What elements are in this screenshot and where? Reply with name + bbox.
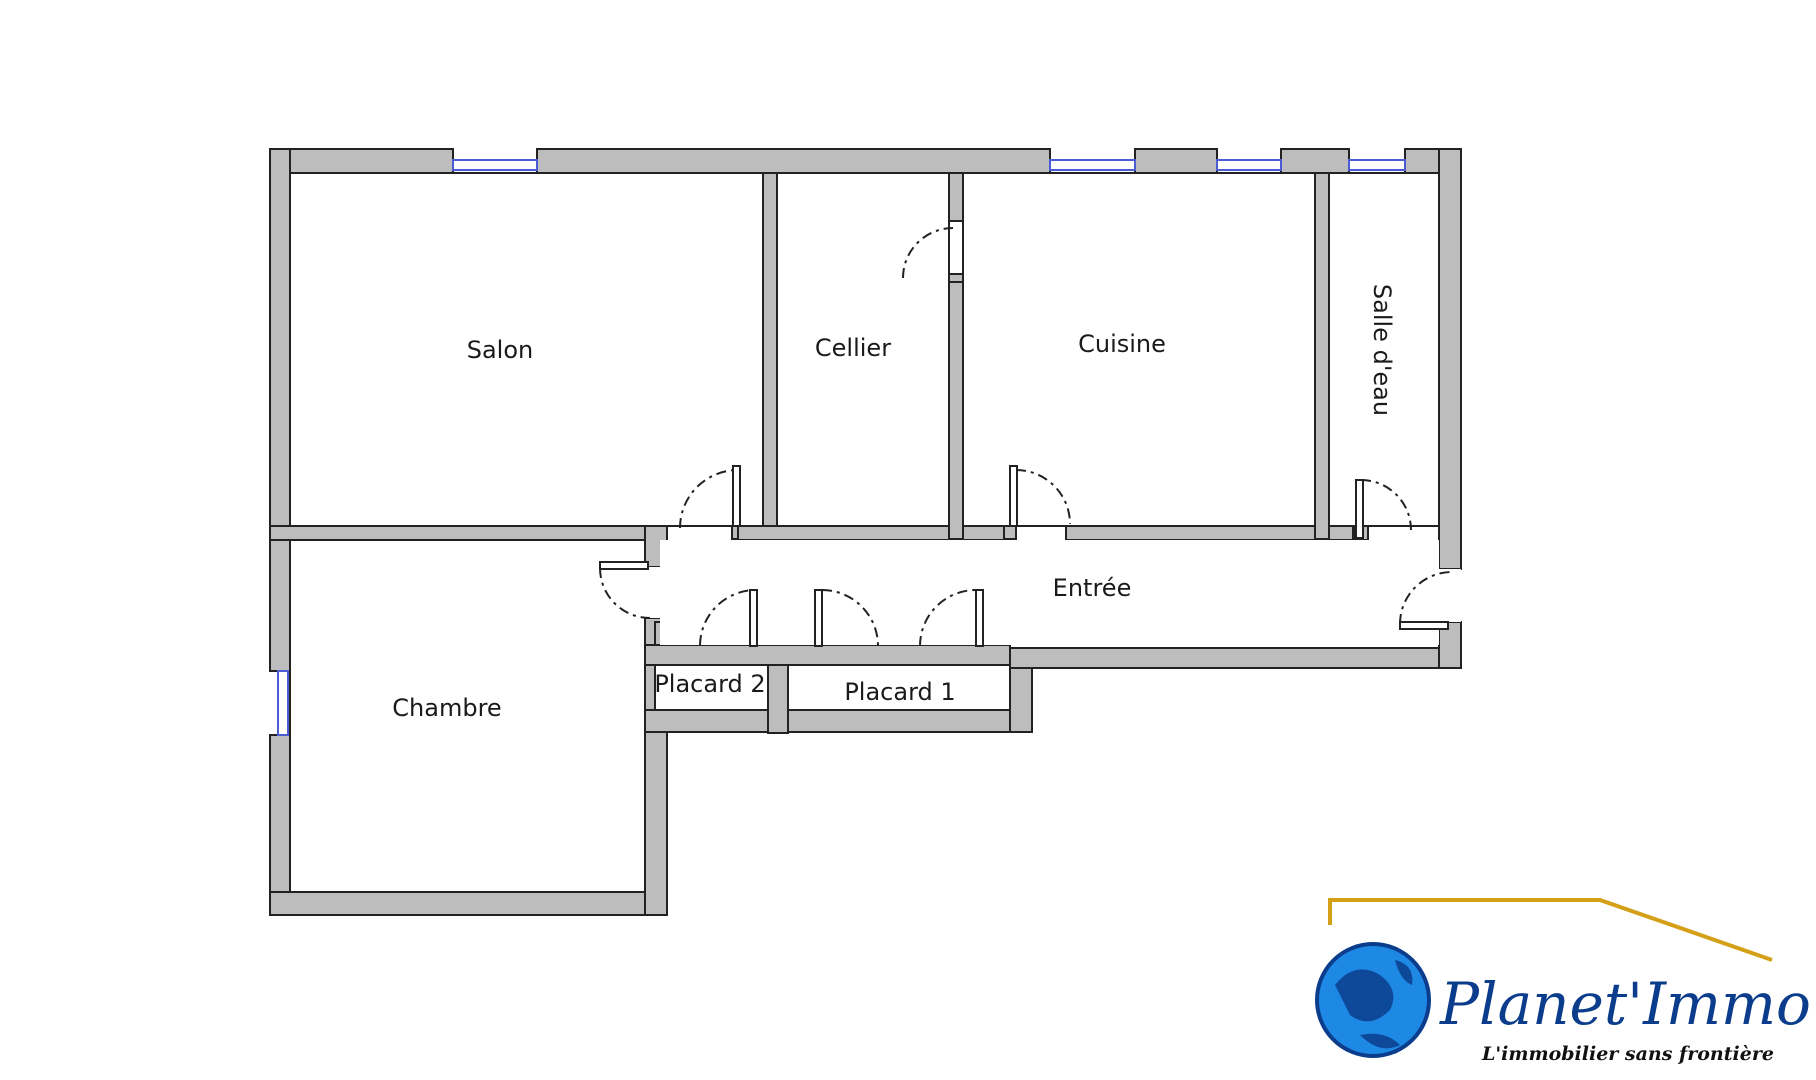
room-chambre xyxy=(289,539,646,893)
label-placard-2: Placard 2 xyxy=(654,670,765,698)
wall-cellier-cuisine-low xyxy=(948,273,964,540)
door-swing-chambre xyxy=(599,567,651,619)
door-swing-cuisine xyxy=(1015,469,1071,525)
room-salon xyxy=(289,172,764,527)
window-cuisine-2 xyxy=(1216,159,1282,171)
rooms-floor xyxy=(289,172,1440,893)
brand-logo: Planet'Immo L'immobilier sans frontière xyxy=(1315,898,1811,1065)
label-salon: Salon xyxy=(467,336,534,364)
door-swing-placard-1b xyxy=(919,589,977,647)
door-leaf-chambre xyxy=(599,561,649,570)
room-entree xyxy=(660,540,1439,645)
windows xyxy=(277,159,1406,736)
walls xyxy=(269,148,1462,916)
wall-bottom-placards xyxy=(644,709,1029,733)
wall-top-1 xyxy=(269,148,454,174)
window-salle-eau xyxy=(1348,159,1406,171)
room-placard-2 xyxy=(654,664,769,711)
roof-icon xyxy=(1328,898,1773,962)
door-leaf-salle-eau xyxy=(1355,479,1364,539)
door-swing-entree xyxy=(1399,571,1453,625)
wall-cellier-cuisine xyxy=(948,172,964,222)
wall-left-1 xyxy=(269,148,291,672)
entree-door-gap xyxy=(1425,569,1461,622)
room-cellier xyxy=(776,172,950,527)
door-swing-cellier xyxy=(902,227,954,279)
door-swing-salle-eau xyxy=(1360,479,1412,531)
label-cellier: Cellier xyxy=(815,334,891,362)
wall-cuisine-salle xyxy=(1314,172,1330,540)
door-leaf-entree xyxy=(1399,621,1449,630)
wall-left-2 xyxy=(269,734,291,916)
wall-bottom-chambre xyxy=(269,891,668,916)
label-chambre: Chambre xyxy=(392,694,501,722)
room-salle-eau xyxy=(1328,172,1440,527)
wall-salon-chambre xyxy=(269,525,649,541)
window-salon xyxy=(452,159,538,171)
room-cuisine xyxy=(962,172,1316,527)
wall-step-horizontal xyxy=(1009,647,1461,669)
label-cuisine: Cuisine xyxy=(1078,330,1166,358)
label-entree: Entrée xyxy=(1053,574,1132,602)
wall-corridor-top-1 xyxy=(737,525,1013,541)
wall-top-4 xyxy=(1280,148,1350,174)
wall-salon-right xyxy=(762,172,778,540)
door-leaf-placard-2 xyxy=(749,589,758,647)
room-placard-1 xyxy=(787,664,1011,711)
wall-top-3 xyxy=(1134,148,1218,174)
doors xyxy=(599,227,1453,647)
wall-top-2 xyxy=(536,148,1051,174)
globe-continents xyxy=(1335,960,1413,1049)
window-cuisine-1 xyxy=(1049,159,1136,171)
brand-tagline: L'immobilier sans frontière xyxy=(1481,1043,1774,1065)
label-salle-eau: Salle d'eau xyxy=(1368,284,1396,416)
wall-right-1 xyxy=(1438,148,1462,570)
window-chambre xyxy=(277,670,289,736)
door-leaf-cuisine xyxy=(1009,465,1018,527)
door-swing-placard-1a xyxy=(821,589,879,647)
wall-placard-under xyxy=(644,644,1011,666)
label-placard-1: Placard 1 xyxy=(844,678,955,706)
brand-name: Planet'Immo xyxy=(1439,970,1811,1038)
door-swing-placard-2 xyxy=(699,589,757,646)
door-leaf-placard-1b xyxy=(975,589,984,647)
door-leaf-placard-1a xyxy=(814,589,823,647)
chambre-door-gap xyxy=(640,567,670,618)
door-leaf-salon xyxy=(732,465,741,527)
door-leaves xyxy=(599,465,1449,647)
